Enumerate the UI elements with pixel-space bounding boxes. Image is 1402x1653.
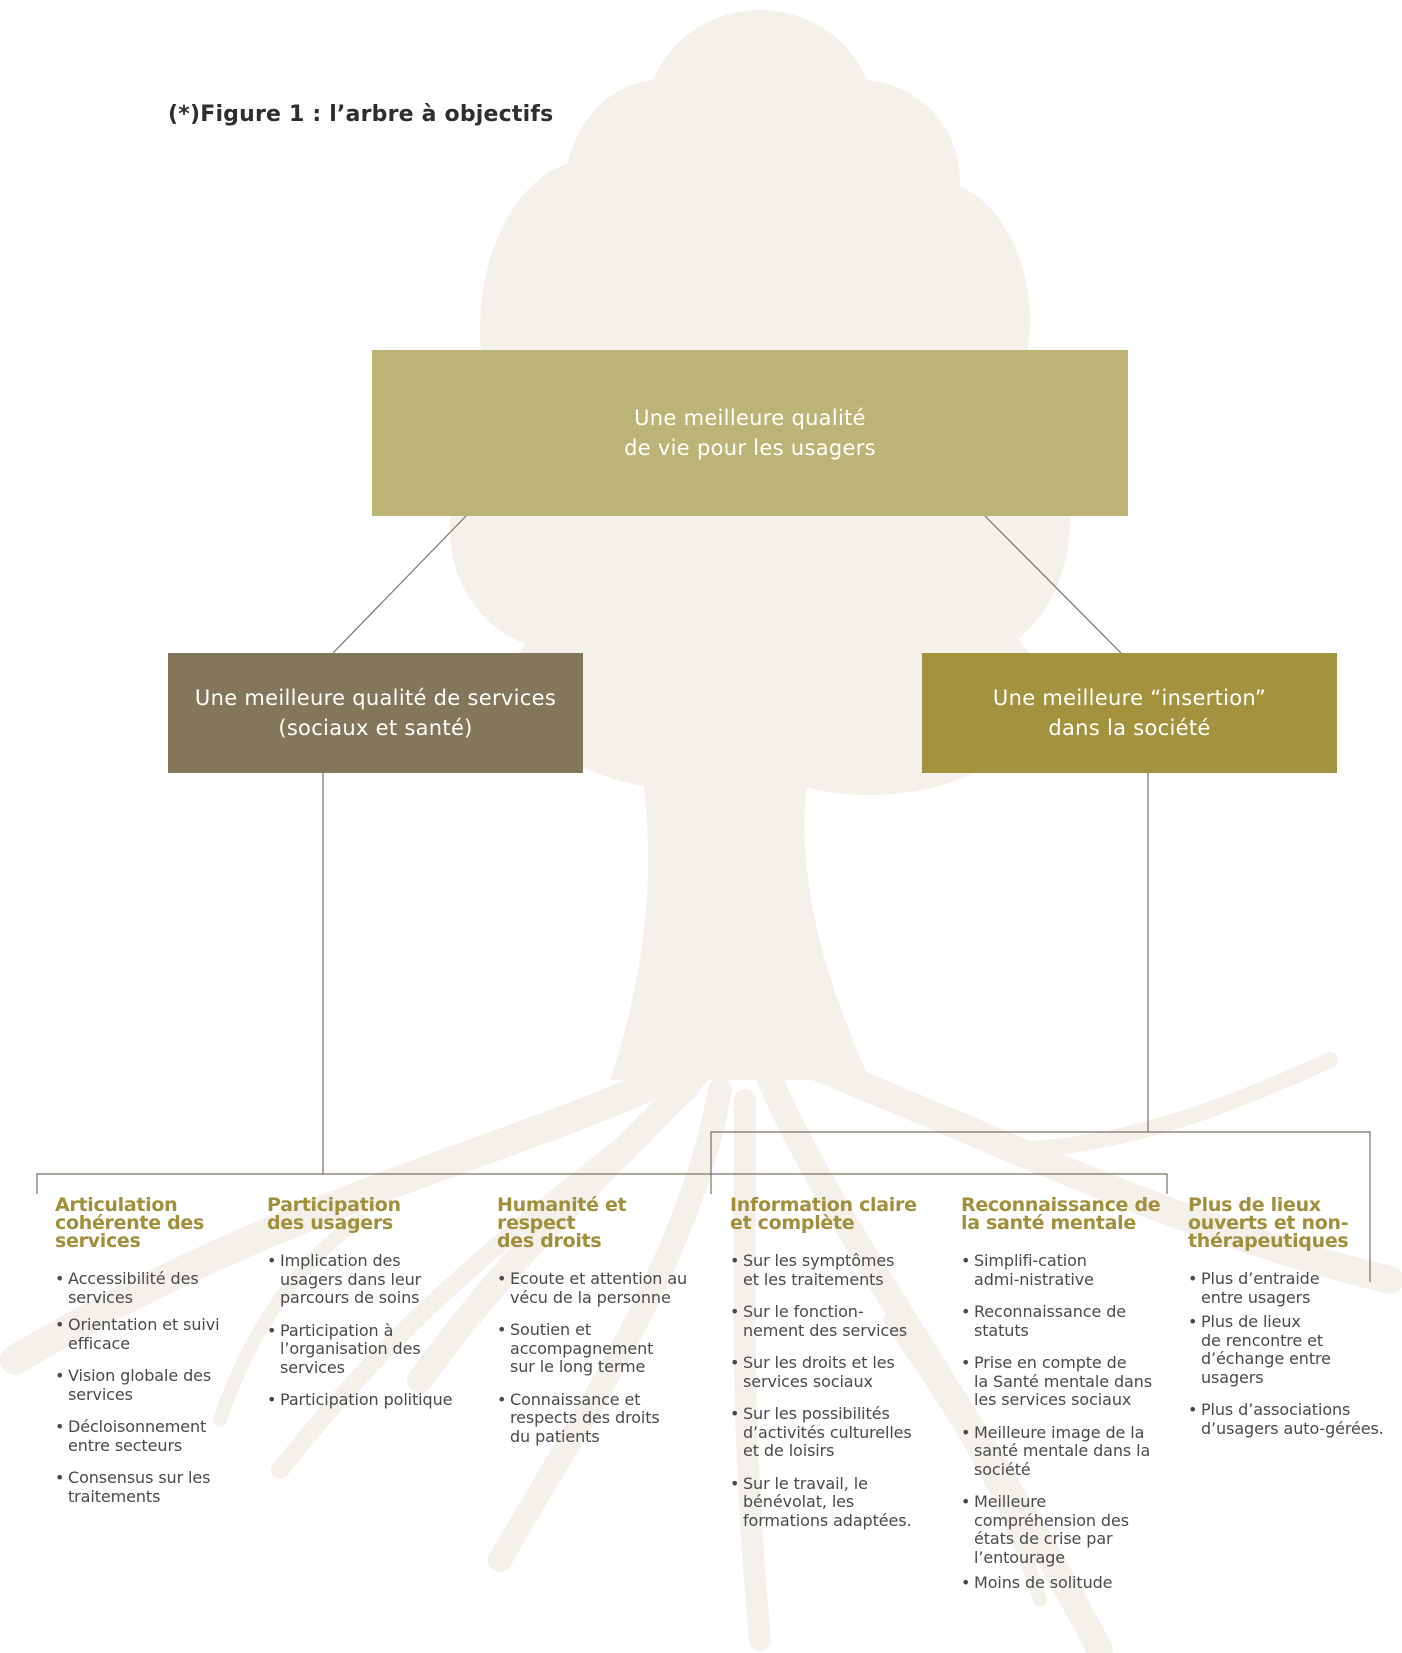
column-title-line: la santé mentale (961, 1212, 1136, 1234)
list-item: Sur le fonction-nement des services (730, 1302, 935, 1340)
bracket-left-group (36, 1173, 1168, 1194)
column-title: Humanité et respect des droits (497, 1194, 702, 1252)
objective-column-recognition: Reconnaissance de la santé mentale Simpl… (961, 1196, 1166, 1593)
goal-box-line: (sociaux et santé) (278, 716, 473, 740)
bracket-right-group (710, 1131, 1371, 1282)
column-title: Articulation cohérente des services (55, 1194, 235, 1252)
objective-column-humanity: Humanité et respect des droits Ecoute et… (497, 1196, 702, 1446)
goal-box-quality-of-services: Une meilleure qualité de services (socia… (168, 653, 583, 773)
goal-box-quality-of-life: Une meilleure qualité de vie pour les us… (372, 350, 1128, 516)
column-title-line: Plus de lieux (1188, 1194, 1321, 1216)
list-item: Moins de solitude (961, 1573, 1166, 1593)
connector-top-right (984, 515, 1122, 654)
column-title-line: Participation (267, 1194, 401, 1216)
column-title: Reconnaissance de la santé mentale (961, 1194, 1166, 1234)
goal-box-line: de vie pour les usagers (624, 436, 876, 460)
column-title-line: services (55, 1230, 141, 1252)
column-title-line: Reconnaissance de (961, 1194, 1161, 1216)
list-item: Participation politique (267, 1390, 467, 1410)
column-title-line: des usagers (267, 1212, 393, 1234)
goal-box-line: Une meilleure “insertion” (992, 686, 1267, 710)
goal-box-line: dans la société (1048, 716, 1211, 740)
column-title-line: et complète (730, 1212, 855, 1234)
column-title-line: thérapeutiques (1188, 1230, 1349, 1252)
list-item: Participation àl’organisation desservice… (267, 1321, 467, 1378)
goal-box-social-insertion: Une meilleure “insertion” dans la sociét… (922, 653, 1337, 773)
column-title-line: des droits (497, 1230, 602, 1252)
goal-box-line: Une meilleure qualité de services (194, 686, 557, 710)
column-title-line: Information claire (730, 1194, 917, 1216)
figure-title: (*)Figure 1 : l’arbre à objectifs (168, 102, 554, 127)
connector-top-left (332, 515, 467, 654)
column-title: Participation des usagers (267, 1194, 467, 1234)
column-title: Information claire et complète (730, 1194, 935, 1234)
column-title-line: cohérente des (55, 1212, 204, 1234)
column-title-line: Articulation (55, 1194, 178, 1216)
column-title: Plus de lieux ouverts et non- thérapeuti… (1188, 1194, 1393, 1252)
objective-column-information: Information claire et complète Sur les s… (730, 1196, 935, 1530)
column-title-line: Humanité et respect (497, 1194, 627, 1234)
objective-column-articulation: Articulation cohérente des services Acce… (55, 1196, 235, 1506)
goal-box-line: Une meilleure qualité (634, 406, 866, 430)
objective-column-open-places: Plus de lieux ouverts et non- thérapeuti… (1188, 1196, 1393, 1438)
objective-column-participation: Participation des usagers Implication de… (267, 1196, 467, 1410)
column-title-line: ouverts et non- (1188, 1212, 1349, 1234)
